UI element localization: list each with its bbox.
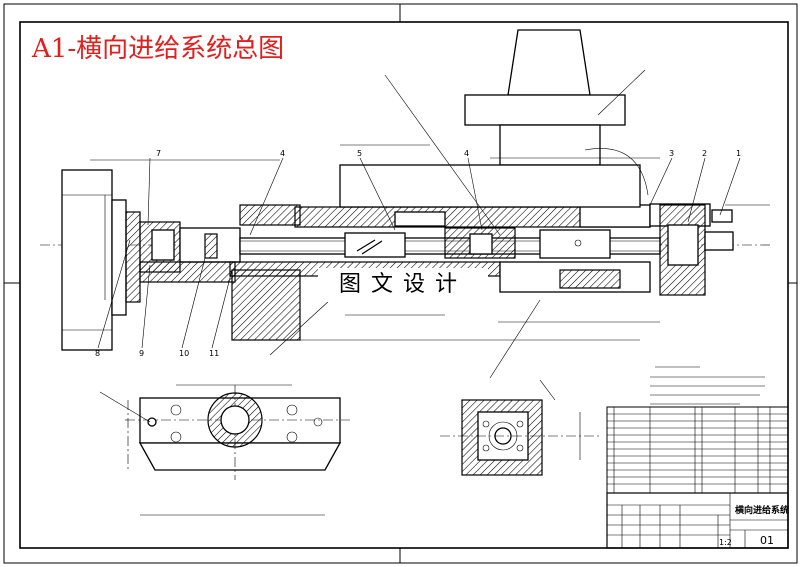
watermark-text: 图文设计 bbox=[318, 268, 488, 302]
balloon-2: 2 bbox=[702, 149, 707, 158]
title-block: 横向进给系统 1:2 01 bbox=[606, 492, 789, 549]
centering-marks bbox=[4, 4, 797, 563]
assembly-section-view bbox=[40, 29, 770, 379]
balloon-3: 3 bbox=[669, 149, 674, 158]
balloon-10: 10 bbox=[179, 349, 189, 358]
balloon-4b: 4 bbox=[280, 149, 285, 158]
balloon-4a: 4 bbox=[464, 149, 469, 158]
inner-frame bbox=[19, 21, 789, 549]
part-balloons: 1 2 3 4 5 4 11 10 9 8 7 bbox=[95, 149, 741, 358]
drawing-title: A1-横向进给系统总图 bbox=[32, 34, 285, 64]
balloon-1: 1 bbox=[736, 149, 741, 158]
technical-notes bbox=[650, 366, 765, 405]
drawing-scale: 1:2 bbox=[719, 538, 732, 547]
drawing-number: 01 bbox=[760, 534, 774, 547]
nut-section-view bbox=[440, 379, 600, 476]
spindle-head bbox=[507, 29, 591, 96]
balloon-5: 5 bbox=[357, 149, 362, 158]
balloon-8: 8 bbox=[95, 349, 100, 358]
balloon-9: 9 bbox=[139, 349, 144, 358]
balloon-7: 7 bbox=[156, 149, 161, 158]
balloon-11: 11 bbox=[209, 349, 219, 358]
drawing-name: 横向进给系统 bbox=[735, 504, 789, 516]
parts-list bbox=[606, 406, 789, 494]
left-motor-body bbox=[61, 169, 113, 351]
flange-plan-view bbox=[99, 384, 350, 516]
